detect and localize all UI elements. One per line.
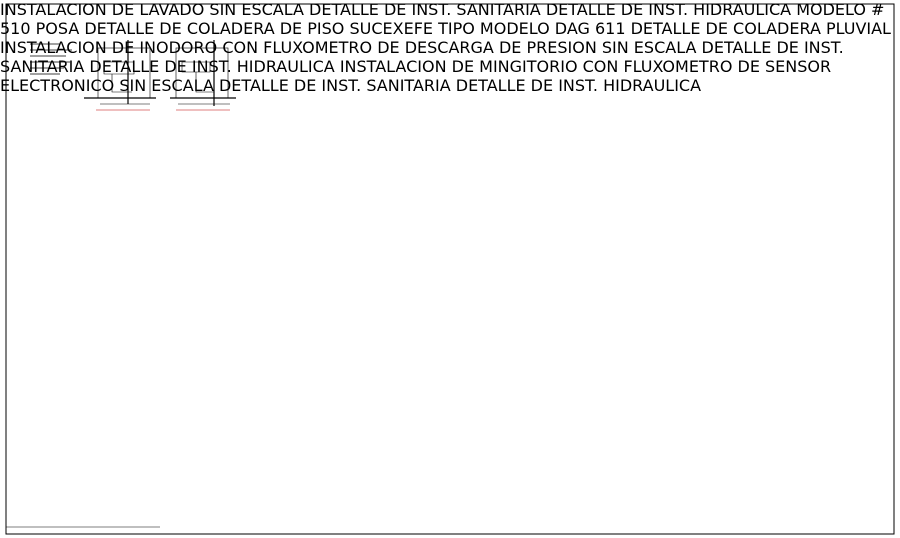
inodoro-title-2: FLUXOMETRO DE DESCARGA DE PRESION xyxy=(263,38,597,57)
coladera-piso-title-1: DETALLE DE xyxy=(84,19,182,38)
mingitorio-title-1: INSTALACION DE MINGITORIO CON xyxy=(339,57,619,76)
mingitorio-scale: SIN ESCALA xyxy=(119,76,214,95)
lavado-notes xyxy=(30,43,72,75)
mingitorio-title-2: FLUXOMETRO DE SENSOR ELECTRONICO xyxy=(0,57,832,95)
lavado-detail xyxy=(30,40,236,111)
pluvial-title-1: DETALLE DE xyxy=(630,19,728,38)
sheet-border xyxy=(5,3,895,535)
sucexsefe-title-1: SUCEXEFE xyxy=(349,19,433,38)
lavado-sanitaria-label: DETALLE DE INST. SANITARIA xyxy=(309,0,541,19)
coladera-piso-title-2: COLADERA DE PISO xyxy=(186,19,345,38)
lavado-title: INSTALACION DE LAVADO xyxy=(0,0,205,19)
lavado-hidraulica-label: DETALLE DE INST. HIDRAULICA xyxy=(545,0,792,19)
lavado-scale: SIN ESCALA xyxy=(209,0,304,19)
mingitorio-detail-label: DETALLE DE INST. SANITARIA DETALLE DE IN… xyxy=(218,76,702,95)
coladera-modelo: MODELO # 510 POSA xyxy=(0,0,885,38)
inodoro-title-1: INSTALACION DE INODORO CON xyxy=(0,38,259,57)
pluvial-title-2: COLADERA PLUVIAL xyxy=(733,19,891,38)
inodoro-detail-label: DETALLE DE INST. SANITARIA DETALLE DE IN… xyxy=(0,38,844,76)
inodoro-scale: SIN ESCALA xyxy=(601,38,697,57)
sucexsefe-title-2: TIPO xyxy=(438,19,475,38)
pluvial-modelo: MODELO DAG 611 xyxy=(479,19,626,38)
